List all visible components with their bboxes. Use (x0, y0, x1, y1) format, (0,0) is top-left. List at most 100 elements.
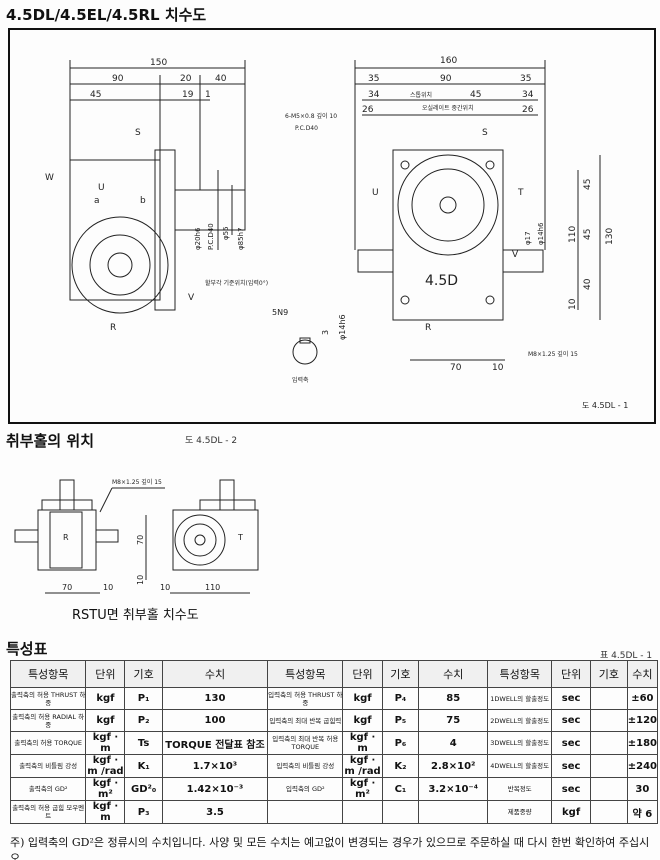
table-cell: 출력축의 허용 THRUST 하중 (9, 687, 87, 710)
dimension-label: V (188, 293, 195, 303)
table-cell: sec (551, 777, 592, 801)
table-cell: K₁ (124, 754, 163, 778)
mounting-subtitle: RSTU면 취부홀 치수도 (72, 608, 199, 623)
table-cell: sec (551, 731, 592, 755)
table-cell: 30 (626, 777, 659, 801)
table-cell: 출력축의 허용 굽힘 모우멘트 (9, 800, 87, 824)
dimension-label: 150 (150, 58, 167, 68)
dimension-label: 110 (568, 226, 578, 243)
column-header: 수치 (161, 660, 269, 688)
table-cell: kgf · m /rad (342, 754, 383, 778)
table-cell: 출력축의 비틀림 강성 (9, 754, 87, 778)
dimension-label: 5N9 (272, 308, 288, 317)
table-cell: kgf · m /rad (85, 754, 126, 778)
dimension-label: 40 (583, 278, 593, 290)
dimension-label: 입력축 (292, 376, 309, 384)
dimension-label: φ55 (222, 226, 230, 240)
column-header: 단위 (551, 660, 592, 688)
table-cell: C₁ (381, 777, 420, 801)
table-cell (590, 754, 628, 778)
dimension-label: 40 (215, 74, 227, 84)
dimension-label: 70 (62, 583, 72, 592)
table-cell: kgf · m (85, 800, 126, 824)
table-cell (590, 800, 628, 824)
table-cell (590, 709, 628, 732)
dimension-drawing: 150 90 20 40 45 19 1 S W U a b R V 할부각 기… (45, 56, 628, 410)
table-caption: 표 4.5DL - 1 (600, 651, 653, 661)
dimension-label: φ14h6 (537, 222, 545, 245)
dimension-label: 4.5D (425, 273, 458, 289)
table-cell: P₆ (381, 731, 420, 755)
table-cell: 130 (161, 687, 269, 710)
table-cell: kgf · m (85, 731, 126, 755)
table-cell: 3.2×10⁻⁴ (418, 777, 489, 801)
section-title-spec: 특성표 (6, 640, 48, 658)
table-cell: 입력축의 허용 THRUST 하중 (267, 687, 344, 710)
table-cell (267, 800, 344, 824)
dimension-label: 34 (368, 90, 380, 100)
dimension-label: 19 (182, 90, 194, 100)
dimension-label: W (45, 173, 54, 183)
dimension-label: 10 (568, 298, 578, 310)
dimension-label: 70 (450, 363, 462, 373)
table-cell: ±240 (626, 754, 659, 778)
dimension-label: 스톱위치 (410, 91, 432, 99)
dimension-label: T (237, 533, 243, 542)
dimension-label: 34 (522, 90, 534, 100)
dimension-label: 35 (520, 74, 531, 84)
table-cell: Ts (124, 731, 163, 755)
dimension-label: 45 (583, 229, 593, 240)
table-cell: kgf (85, 709, 126, 732)
dimension-label: S (482, 128, 488, 138)
table-cell: 2.8×10² (418, 754, 489, 778)
dimension-label: M8×1.25 깊이 15 (112, 478, 162, 486)
table-cell: kgf (342, 709, 383, 732)
table-cell: sec (551, 709, 592, 732)
table-cell: 입력축의 비틀림 강성 (267, 754, 344, 778)
dimension-label: 20 (180, 74, 192, 84)
side-view (69, 60, 246, 314)
table-cell (590, 731, 628, 755)
dimension-label: φ17 (524, 231, 532, 245)
mounting-drawing: M8×1.25 깊이 15 70 10 70 10 10 110 R T (14, 478, 259, 594)
dimension-label: φ85h7 (237, 228, 245, 250)
section-title-mounting: 취부홀의 위치 (6, 432, 95, 450)
table-cell: kgf (85, 687, 126, 710)
dimension-label: 90 (440, 74, 452, 84)
table-cell: 출력축의 허용 RADIAL 하중 (9, 709, 87, 732)
table-cell: ±120 (626, 709, 659, 732)
table-cell (381, 800, 420, 824)
table-cell: 1.7×10³ (161, 754, 269, 778)
dimension-label: b (140, 196, 146, 206)
dimension-label: M8×1.25 깊이 15 (528, 350, 578, 358)
table-cell: P₅ (381, 709, 420, 732)
dimension-label: φ14h6 (338, 314, 347, 340)
table-cell: 약 6 (626, 800, 659, 824)
dimension-label: U (98, 183, 105, 193)
table-cell (342, 800, 383, 824)
dimension-label: 도 4.5DL - 1 (582, 401, 628, 410)
column-header: 수치 (626, 660, 659, 688)
dimension-label: 10 (103, 583, 113, 592)
table-cell: 100 (161, 709, 269, 732)
dimension-label: V (512, 250, 519, 260)
dimension-label: 1 (205, 90, 211, 100)
table-cell: 입력축의 최대 반복 굽힘력 (267, 709, 344, 732)
front-view (354, 60, 601, 361)
table-cell: P₁ (124, 687, 163, 710)
dimension-label: 90 (112, 74, 124, 84)
dimension-label: 26 (362, 105, 374, 115)
column-header: 특성항목 (9, 660, 87, 688)
table-cell: P₂ (124, 709, 163, 732)
table-cell (418, 800, 489, 824)
column-header: 기호 (381, 660, 420, 688)
table-cell: ±60 (626, 687, 659, 710)
dimension-label: 26 (522, 105, 534, 115)
dimension-label: 45 (90, 90, 101, 100)
dimension-label: R (110, 323, 116, 333)
table-cell: K₂ (381, 754, 420, 778)
